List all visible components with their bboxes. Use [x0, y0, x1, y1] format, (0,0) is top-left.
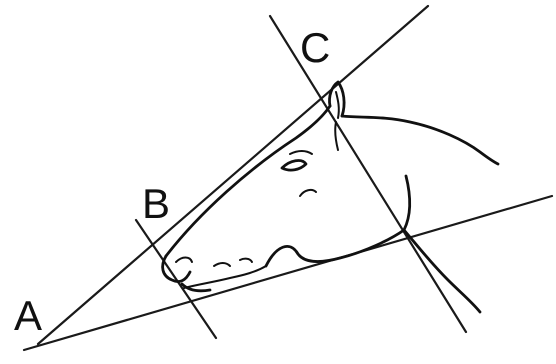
eye-brow: [290, 151, 312, 154]
cheek-mark: [300, 190, 316, 196]
jaw-back-line: [404, 176, 410, 230]
line-through-b: [136, 220, 216, 338]
horse-head-sketch: [163, 82, 498, 312]
jaw-outline: [266, 230, 404, 266]
line-a-jaw: [24, 196, 552, 350]
mouth-line: [184, 266, 266, 288]
nostril: [176, 258, 192, 263]
ear-inner: [336, 92, 339, 118]
neck-top-line: [342, 116, 498, 164]
point-label-b: B: [142, 180, 170, 227]
face-profile-line: [166, 106, 330, 256]
muzzle-mark: [214, 263, 230, 266]
point-label-a: A: [14, 292, 42, 339]
point-label-c: C: [300, 24, 330, 71]
eye: [282, 161, 306, 171]
lip-mark: [240, 259, 252, 262]
throat-line: [404, 230, 480, 312]
point-labels: A B C: [14, 24, 330, 339]
construction-lines: [24, 6, 552, 350]
